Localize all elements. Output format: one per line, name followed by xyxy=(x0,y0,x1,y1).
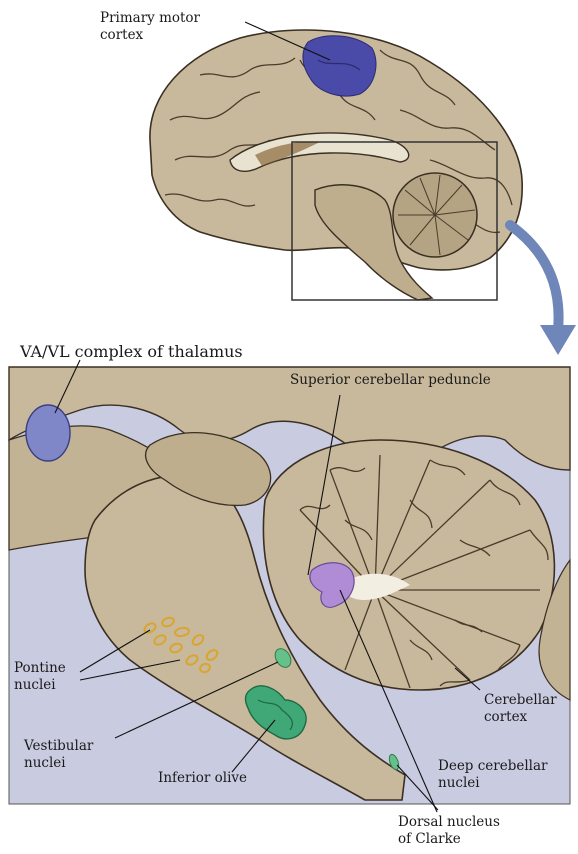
label-pontine-nuclei: Pontine nuclei xyxy=(14,660,66,694)
label-inferior-olive: Inferior olive xyxy=(158,770,247,787)
cerebellum-top xyxy=(393,173,477,257)
va-vl-thalamus-nucleus xyxy=(26,405,70,461)
whole-brain xyxy=(150,22,522,300)
label-superior-cerebellar-peduncle: Superior cerebellar peduncle xyxy=(290,372,491,389)
label-dorsal-nucleus-of-clarke: Dorsal nucleus of Clarke xyxy=(398,814,500,848)
label-deep-cerebellar-nuclei: Deep cerebellar nuclei xyxy=(438,758,548,792)
label-cerebellar-cortex: Cerebellar cortex xyxy=(484,692,557,726)
zoom-arrow xyxy=(510,225,576,355)
label-primary-motor-cortex: Primary motor cortex xyxy=(100,10,200,44)
label-vestibular-nuclei: Vestibular nuclei xyxy=(24,738,93,772)
label-va-vl-thalamus: VA/VL complex of thalamus xyxy=(20,342,243,361)
